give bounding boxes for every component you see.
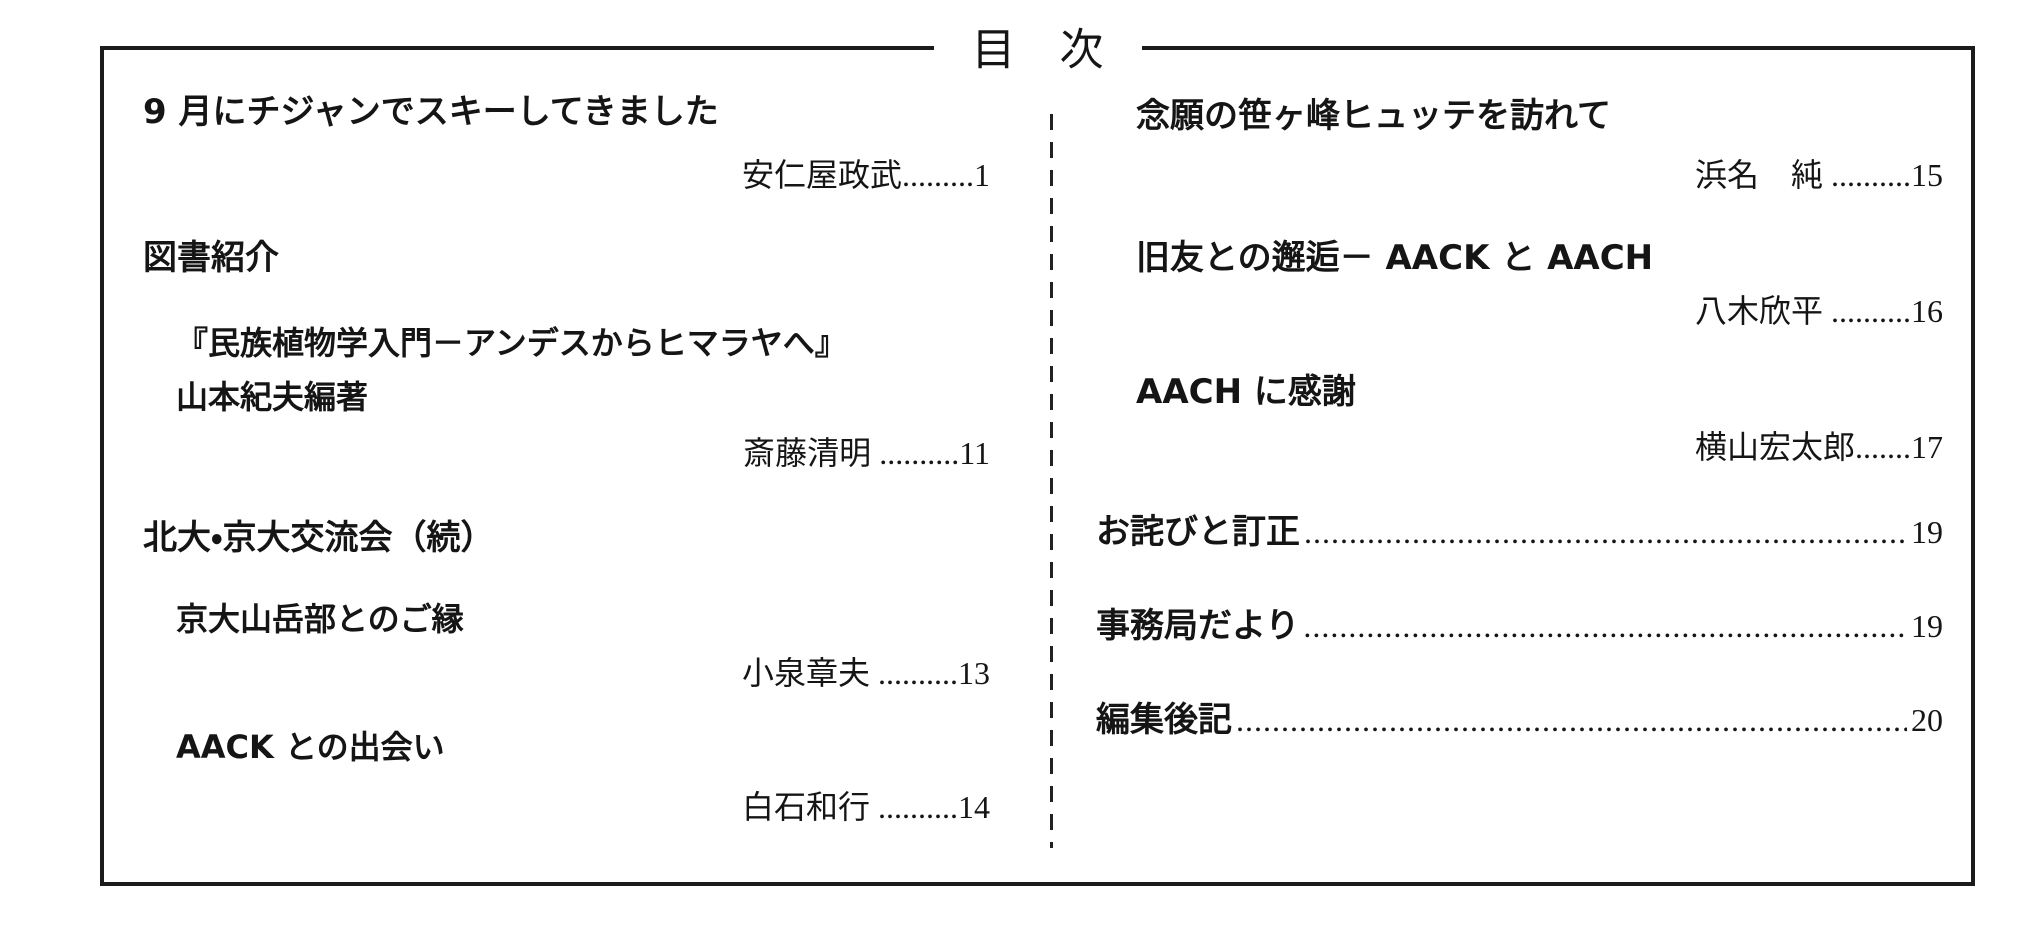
toc-authorline-reunion: 八木欣平 ..........16 [1136,292,1943,330]
author-name: 斎藤清明 [743,435,872,471]
toc-entry-book-editor: 山本紀夫編著 [176,378,369,416]
toc-authorline-hut-visit: 浜名 純 ..........15 [1136,156,1943,194]
page-number: 16 [1911,293,1943,329]
author-name: 安仁屋政武 [741,157,902,193]
leader-dots: ........................................… [1236,702,1907,738]
page-number: 17 [1911,429,1943,465]
leader-dots: ....... [1855,429,1911,465]
author-name: 浜名 純 [1694,157,1823,193]
toc-entry-exchange-sub2: AACK との出会い [176,728,445,766]
toc-entry-title-aach-thanks: AACH に感謝 [1136,372,1356,412]
page-number: 15 [1911,157,1943,193]
page-number: 19 [1911,608,1943,644]
toc-entry-book-title: 『民族植物学入門－アンデスからヒマラヤへ』 [176,324,847,362]
toc-section-exchange: 北大・京大交流会（続） [143,518,495,558]
leader-dots: .......... [871,435,960,471]
column-divider [1050,114,1053,848]
toc-row-editors-note: 編集後記 ...................................… [1096,700,1943,741]
author-name: 八木欣平 [1694,293,1823,329]
page-title: 目 次 [933,13,1142,78]
leader-dots: .......... [870,655,958,691]
leader-dots: .......... [1823,157,1911,193]
leader-dots: ......... [902,157,974,193]
toc-entry-title-correction: お詫びと訂正 [1096,512,1300,552]
toc-row-correction: お詫びと訂正 .................................… [1096,512,1943,553]
toc-authorline-exchange-sub1: 小泉章夫 ..........13 [143,654,990,692]
toc-section-books: 図書紹介 [143,238,279,278]
author-name: 白石和行 [741,789,870,825]
leader-dots: .......... [1823,293,1911,329]
author-name: 横山宏太郎 [1694,429,1855,465]
author-name: 小泉章夫 [741,655,870,691]
toc-authorline-aach-thanks: 横山宏太郎.......17 [1136,428,1943,466]
toc-row-office-news: 事務局だより .................................… [1096,606,1943,647]
page-number: 13 [958,655,990,691]
leader-dots: .......... [870,789,958,825]
page-number: 1 [974,157,990,193]
leader-dots: ........................................… [1303,608,1907,644]
toc-entry-title-reunion: 旧友との邂逅－ AACK と AACH [1136,238,1654,278]
toc-entry-title-skiing: 9 月にチジャンでスキーしてきました [143,92,719,132]
page-number: 11 [959,435,990,471]
toc-entry-title-office-news: 事務局だより [1096,606,1300,646]
toc-authorline-skiing: 安仁屋政武.........1 [143,156,990,194]
toc-authorline-book-review: 斎藤清明 ..........11 [143,434,990,472]
toc-entry-title-hut-visit: 念願の笹ヶ峰ヒュッテを訪れて [1136,96,1611,136]
page-number: 19 [1911,514,1943,550]
toc-entry-exchange-sub1: 京大山岳部とのご縁 [176,600,464,638]
page-number: 20 [1911,702,1943,738]
toc-entry-title-editors-note: 編集後記 [1096,700,1232,740]
page-number: 14 [958,789,990,825]
leader-dots: ........................................… [1304,514,1907,550]
toc-authorline-exchange-sub2: 白石和行 ..........14 [143,788,990,826]
toc-frame: 目 次 9 月にチジャンでスキーしてきました 安仁屋政武.........1 図… [100,13,1975,886]
